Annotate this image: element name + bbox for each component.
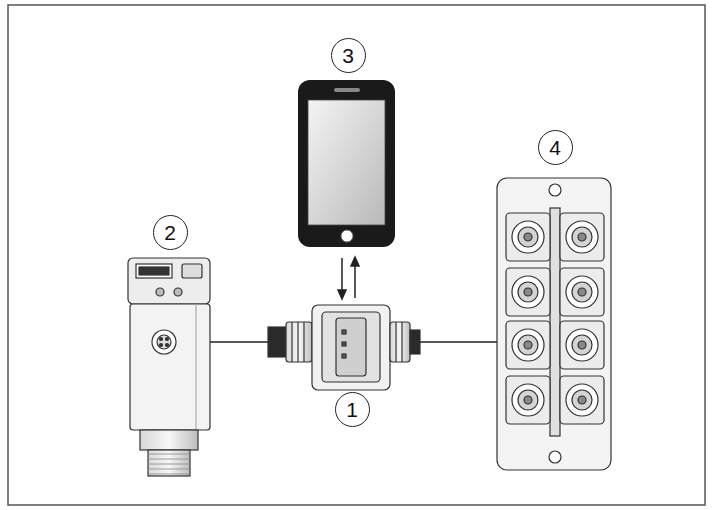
callout-number: 3 (342, 45, 354, 66)
callout-circle: 2 (153, 215, 188, 250)
io-link-master (497, 178, 611, 470)
adapter (268, 305, 420, 390)
callout-number: 4 (549, 137, 561, 158)
smartphone (298, 80, 395, 247)
data-arrows (338, 257, 359, 299)
frame (8, 5, 705, 505)
callout-circle: 1 (335, 392, 370, 427)
callout-number: 2 (164, 222, 176, 243)
callout-circle: 4 (538, 130, 573, 165)
pressure-sensor (128, 258, 210, 476)
callout-circle: 3 (331, 38, 366, 73)
callout-number: 1 (346, 399, 358, 420)
